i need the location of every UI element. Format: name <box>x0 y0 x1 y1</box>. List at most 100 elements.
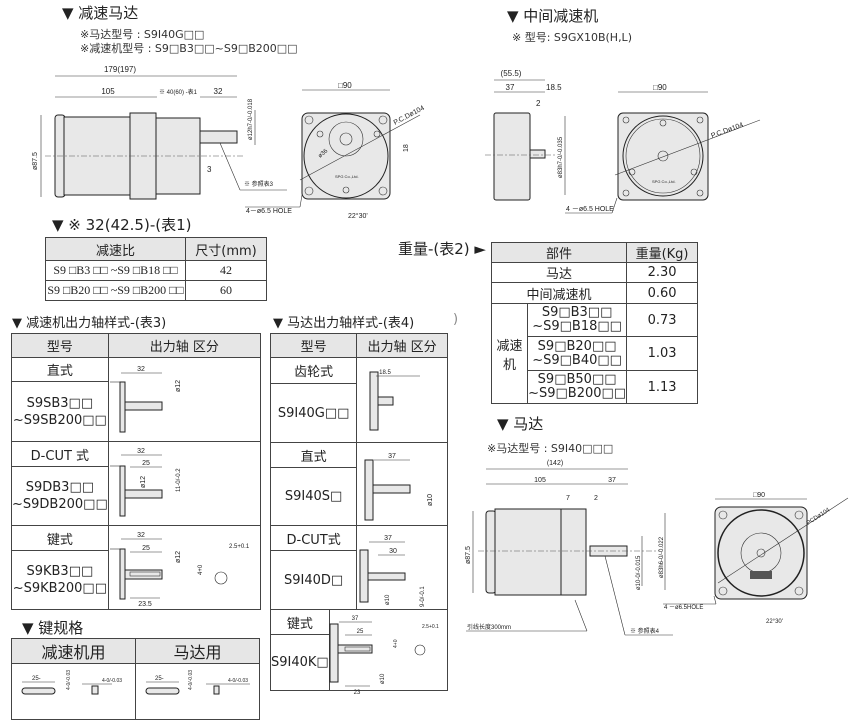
dim-offset: 18 <box>403 144 410 152</box>
gear-motor-side-view: 179(197) 105 ※ 40(60) -表1 32 ø12h7-0/-0.… <box>32 65 287 200</box>
dim-shaft: 37 <box>608 477 616 484</box>
th-model: 型号 <box>11 333 109 358</box>
table3: 型号出力轴 区分 直式 S9SB3□□~S9SB200□□ D-CUT 式 S9… <box>11 333 262 610</box>
dim-dia: ø83h7-0/-0.035 <box>558 136 564 178</box>
brand-mark: SPG Co.,Ltd. <box>335 174 359 179</box>
table3-title: ▼ 减速机出力轴样式-(表3) <box>12 316 167 331</box>
lead-length: 引线长度300mm <box>467 623 511 631</box>
motor-front-view: □90 PCDø104 4 －ø6.5HOLE 22°30' <box>663 492 849 625</box>
dim-shaft-len: 32 <box>214 87 223 96</box>
dim-overall: 179(197) <box>104 65 136 74</box>
model-cell: S9I40K□ <box>270 634 330 691</box>
stray-paren: ) <box>453 312 459 327</box>
dim-angle: 22°30' <box>766 619 783 625</box>
dim-hole: 4－ø6.5 HOLE <box>246 208 292 215</box>
intermediate-model: ※ 型号: S9GX10B(H,L) <box>512 31 632 44</box>
dim-square: □90 <box>653 83 667 92</box>
model-line: S9KB3□□ <box>26 564 94 579</box>
th-ratio: 减速比 <box>45 237 186 261</box>
weight-cell: 0.73 <box>626 303 698 337</box>
type-cell: 直式 <box>11 357 109 382</box>
table1: 减速比尺寸(mm) S9 □B3 □□ ~S9 □B18 □□42 S9 □B2… <box>45 237 267 301</box>
model-line: ~S9DB200□□ <box>12 497 108 512</box>
model-line: S9DB3□□ <box>25 480 95 495</box>
motor-model-code: ※马达型号 : S9I40□□□ <box>487 442 614 455</box>
table1-title: ▼ ※ 32(42.5)-(表1) <box>52 216 192 234</box>
dim-step: 3 <box>207 165 212 174</box>
dim-body-dia: ø87.5 <box>465 546 472 564</box>
th-shaft: 出力轴 区分 <box>356 333 448 358</box>
dim-overall: (55.5) <box>501 69 522 78</box>
key-spec-table: 减速机用马达用 <box>11 638 260 720</box>
table4-title: ▼ 马达出力轴样式-(表4) <box>273 316 415 331</box>
weight-cell: 2.30 <box>626 262 698 283</box>
th-gear-key: 减速机用 <box>11 638 136 664</box>
weight-cell: 1.13 <box>626 370 698 404</box>
type-cell: 键式 <box>270 609 330 635</box>
dim-pilot: ø83h6-0/-0.022 <box>659 536 665 578</box>
model-line: ~S9□B200□□ <box>528 386 627 401</box>
model-line: ~S9□B40□□ <box>532 352 622 368</box>
model-cell: S9I40D□ <box>269 550 358 610</box>
dim-a: 7 <box>566 495 570 502</box>
dim-step: 2 <box>536 99 541 108</box>
dim-motor-len: 105 <box>101 87 115 96</box>
model-line: ~S9KB200□□ <box>12 581 107 596</box>
model-line: ~S9SB200□□ <box>12 412 107 428</box>
ratio-cell: S9 □B3 □□ ~S9 □B18 □□ <box>45 260 186 281</box>
table2-title: 重量-(表2) ► <box>398 240 486 258</box>
dim-pcd: P.C.Dø104 <box>710 122 744 140</box>
ratio-cell: S9 □B20 □□ ~S9 □B200 □□ <box>45 280 186 301</box>
type-cell: 直式 <box>269 442 358 468</box>
type-cell: D-CUT 式 <box>11 441 109 467</box>
dim-pilot: ø36 <box>317 148 329 160</box>
dim-shaft-dia: ø10-0/-0.015 <box>636 555 642 590</box>
model-cell: S9I40S□ <box>269 467 358 526</box>
dim-pcd: P.C.Dø104 <box>393 105 426 127</box>
note-table3: ※ 参照表3 <box>244 180 274 188</box>
gear-motor-front-view: □90 P.C.Dø104 ø36 18 SPG Co.,Ltd. 4－ø6.5… <box>245 81 426 220</box>
th-shaft: 出力轴 区分 <box>107 333 262 358</box>
dim-gear-len: ※ 40(60) -表1 <box>159 88 198 96</box>
intermediate-front-view: □90 P.C.Dø104 SPG Co.,Ltd. 4 －ø6.5 HOLE <box>565 83 761 214</box>
group-cell: 减速机 <box>490 303 529 404</box>
motor-side-view: (142) 105 37 7 2 ø87.5 ø10-0/-0.015 ø83h… <box>465 460 673 636</box>
dim-hole: 4 －ø6.5 HOLE <box>566 206 614 213</box>
brand-mark: SPG Co.,Ltd. <box>652 179 676 184</box>
motor-title: ▼ 马达 <box>497 415 544 433</box>
dim-body: 105 <box>534 477 546 484</box>
dim-overall: (142) <box>547 460 563 467</box>
dim-body-dia: ø87.5 <box>32 152 39 170</box>
intermediate-side-view: (55.5) 37 18.5 2 ø83h7-0/-0.035 <box>485 69 566 201</box>
type-cell: D-CUT式 <box>269 525 358 551</box>
type-cell: 键式 <box>11 525 109 551</box>
th-part: 部件 <box>490 242 628 263</box>
dim-body: 37 <box>506 83 515 92</box>
model-line: S9□B50□□ <box>537 372 617 387</box>
th-motor-key: 马达用 <box>135 638 260 664</box>
part-cell: 中间减速机 <box>490 282 628 304</box>
weight-cell: 0.60 <box>626 282 698 304</box>
dim-shaft: 18.5 <box>546 83 562 92</box>
model-line: S9□B3□□ <box>541 305 613 320</box>
dim-b: 2 <box>594 495 598 502</box>
gearhead-model: ※减速机型号 : S9□B3□□~S9□B200□□ <box>80 42 298 55</box>
gear-motor-title: ▼ 减速马达 <box>62 4 139 22</box>
dim-square: □90 <box>338 81 352 90</box>
type-cell: 齿轮式 <box>269 357 358 384</box>
model-line: ~S9□B18□□ <box>532 319 622 334</box>
dim-pcd: PCDø104 <box>806 507 832 527</box>
model-cell: S9I40G□□ <box>269 383 358 443</box>
note-table4: ※ 参照表4 <box>630 627 660 635</box>
size-cell: 60 <box>185 280 267 301</box>
dim-shaft-dia: ø12h7-0/-0.018 <box>248 98 254 140</box>
th-weight: 重量(Kg) <box>626 242 698 263</box>
dim-square: □90 <box>753 492 765 499</box>
model-line: S9□B20□□ <box>537 338 617 354</box>
th-model: 型号 <box>269 333 358 358</box>
weight-cell: 1.03 <box>626 336 698 371</box>
motor-model: ※马达型号 : S9I40G□□ <box>80 28 205 41</box>
model-line: S9SB3□□ <box>26 395 94 411</box>
th-size: 尺寸(mm) <box>185 237 267 261</box>
